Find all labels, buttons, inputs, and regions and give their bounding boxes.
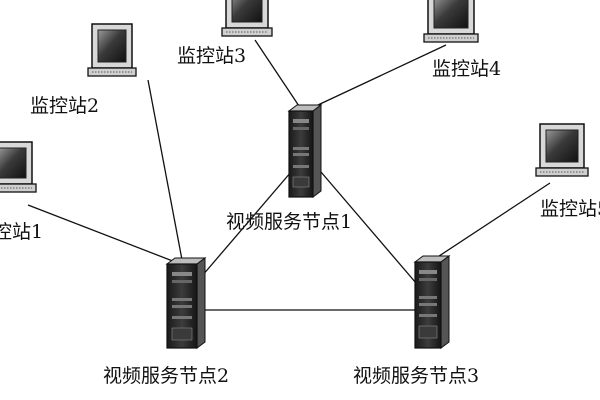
edge-monitor-2-to-server-2 xyxy=(147,79,184,266)
connections xyxy=(27,39,551,311)
server-2-label: 视频服务节点2 xyxy=(103,365,229,387)
monitor-2-label: 监控站2 xyxy=(30,95,99,117)
edge-monitor-5-to-server-3 xyxy=(429,182,551,263)
edge-monitor-1-to-server-2 xyxy=(27,204,184,266)
edge-monitor-3-to-server-1 xyxy=(254,39,304,113)
monitor-4-icon xyxy=(423,0,479,43)
server-3-label: 视频服务节点3 xyxy=(353,365,479,387)
monitor-2-icon xyxy=(87,23,137,77)
edge-server-1-to-server-3 xyxy=(314,164,423,291)
monitor-3-label: 监控站3 xyxy=(177,45,246,67)
server-1-icon xyxy=(287,104,323,198)
server-3-icon xyxy=(413,255,451,349)
monitor-1-icon xyxy=(0,141,37,193)
server-1-label: 视频服务节点1 xyxy=(226,211,352,233)
monitor-3-icon xyxy=(221,0,273,37)
edge-monitor-4-to-server-1 xyxy=(302,44,447,113)
monitor-4-label: 监控站4 xyxy=(432,58,501,80)
monitor-5-icon xyxy=(535,123,589,177)
edge-server-1-to-server-2 xyxy=(189,164,298,291)
monitor-5-label: 监控站5 xyxy=(540,198,600,220)
monitor-1-label: 监控站1 xyxy=(0,221,43,243)
server-2-icon xyxy=(165,257,207,349)
